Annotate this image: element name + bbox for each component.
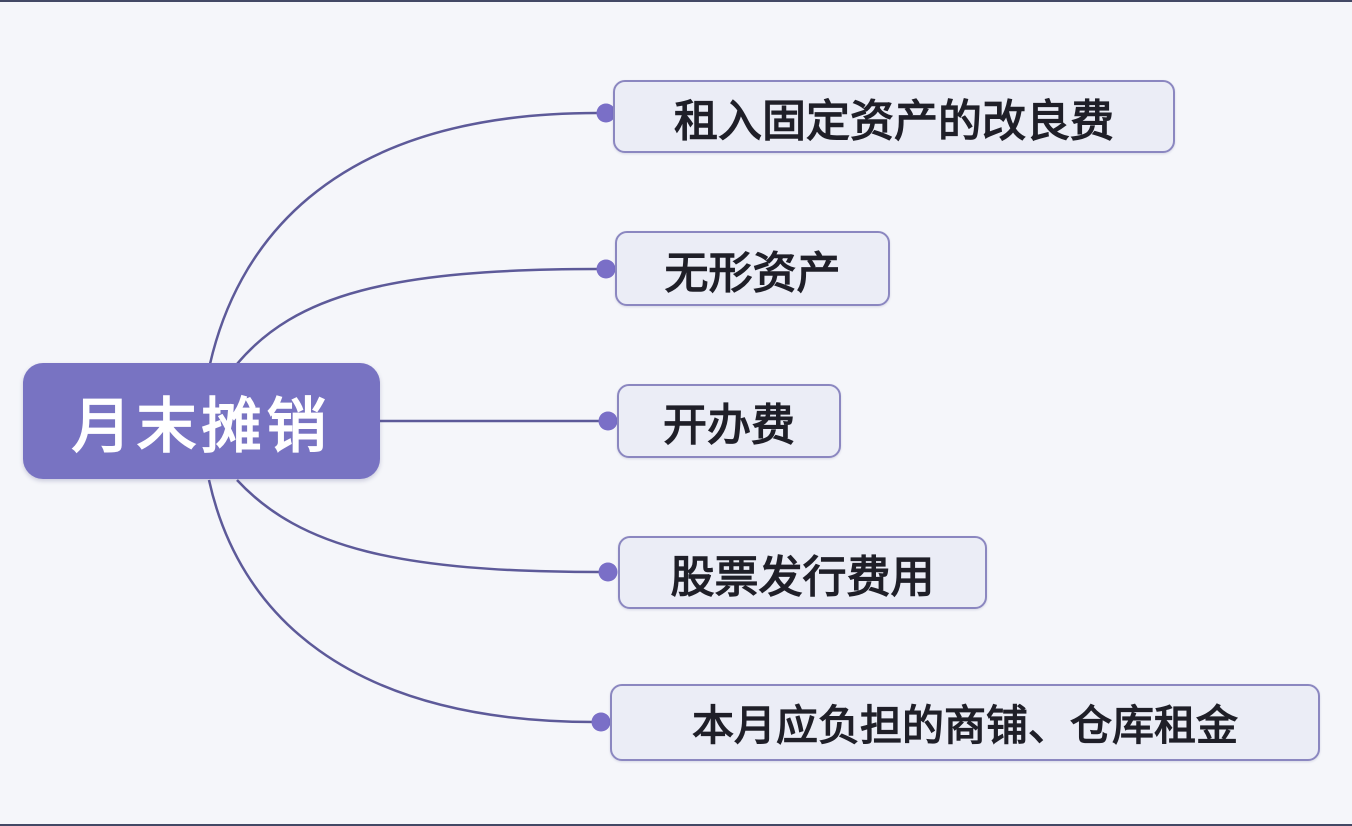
top-edge-bar xyxy=(0,0,1352,2)
connector-dot-branch-3 xyxy=(598,411,618,431)
connector-curve-branch-2 xyxy=(236,267,599,365)
connector-curve-branch-1 xyxy=(208,111,598,365)
connector-dot-branch-1 xyxy=(596,103,616,123)
connector-dot-branch-2 xyxy=(596,259,616,279)
connector-curve-branch-5 xyxy=(207,479,596,724)
branch-node-label: 开办费 xyxy=(663,401,795,450)
branch-node-stock-issuance-costs: 股票发行费用 xyxy=(618,536,987,609)
connector-dot-branch-5 xyxy=(591,712,611,732)
branch-node-startup-expenses: 开办费 xyxy=(617,384,841,458)
branch-node-label: 股票发行费用 xyxy=(670,552,935,602)
connector-dot-branch-4 xyxy=(598,562,618,582)
root-node: 月末摊销 xyxy=(23,363,380,479)
branch-node-label: 无形资产 xyxy=(664,248,841,298)
branch-node-shop-warehouse-rent: 本月应负担的商铺、仓库租金 xyxy=(610,684,1320,761)
branch-node-intangible-assets: 无形资产 xyxy=(615,231,890,306)
branch-node-label: 本月应负担的商铺、仓库租金 xyxy=(691,702,1238,749)
root-node-label: 月末摊销 xyxy=(71,392,332,460)
branch-node-label: 租入固定资产的改良费 xyxy=(674,96,1114,146)
bottom-edge-bar xyxy=(0,824,1352,826)
branch-node-leased-asset-improvement: 租入固定资产的改良费 xyxy=(613,80,1175,153)
connector-curve-branch-4 xyxy=(236,479,600,574)
